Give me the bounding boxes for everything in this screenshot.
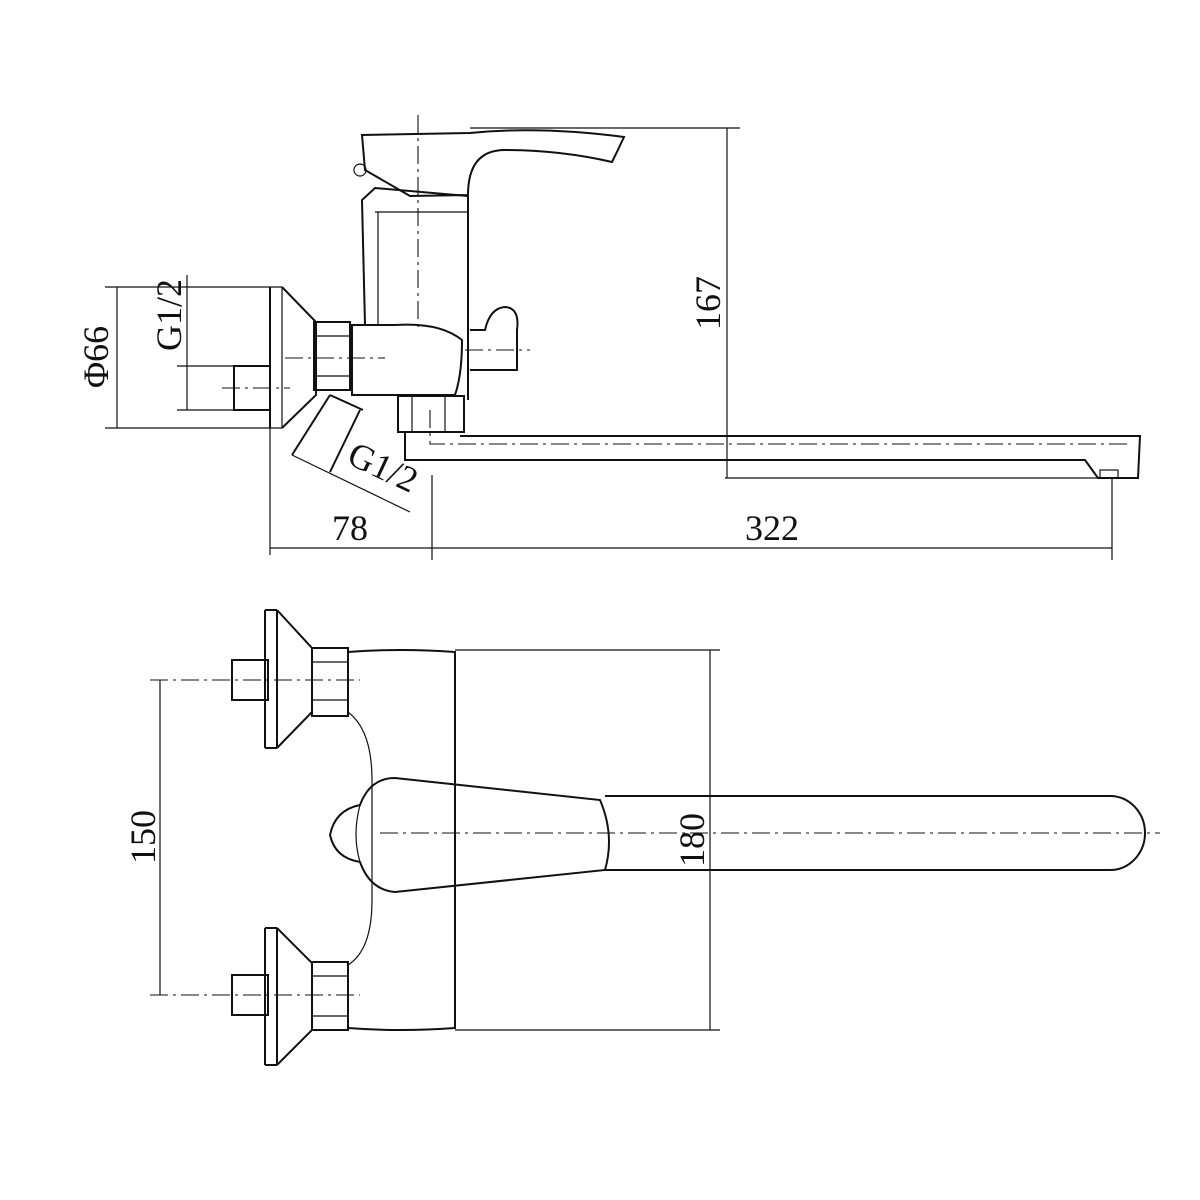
- top-view: 150 180: [123, 609, 1160, 1066]
- spout-top: [380, 795, 1160, 871]
- lever-handle: [353, 129, 626, 198]
- dimension-lines: [105, 127, 1120, 560]
- lever-handle-top: [328, 776, 610, 894]
- top-dimension-lines: [159, 649, 720, 1031]
- angled-inlet: [291, 394, 364, 473]
- inlet-thread-dimension: G1/2: [149, 279, 189, 351]
- side-view: 167 Φ66 G1/2 G1/2 78 322: [76, 115, 1142, 560]
- mixer-body-top: [347, 649, 456, 1031]
- height-dimension: 167: [688, 276, 728, 330]
- diverter-knob: [465, 305, 530, 371]
- body-width-dimension: 180: [672, 813, 712, 867]
- eccentric-nut: [313, 321, 351, 391]
- inlet-spacing-dimension: 150: [123, 810, 163, 864]
- angled-thread-dimension: G1/2: [342, 434, 424, 501]
- lower-wall-plate: [231, 927, 349, 1066]
- mixer-body: [351, 115, 469, 400]
- upper-wall-plate: [231, 609, 349, 749]
- spout: [404, 410, 1142, 479]
- spout-nut: [397, 395, 465, 433]
- wall-offset-dimension: 78: [332, 508, 368, 548]
- spout-reach-dimension: 322: [745, 508, 799, 548]
- plate-diameter-dimension: Φ66: [76, 326, 116, 388]
